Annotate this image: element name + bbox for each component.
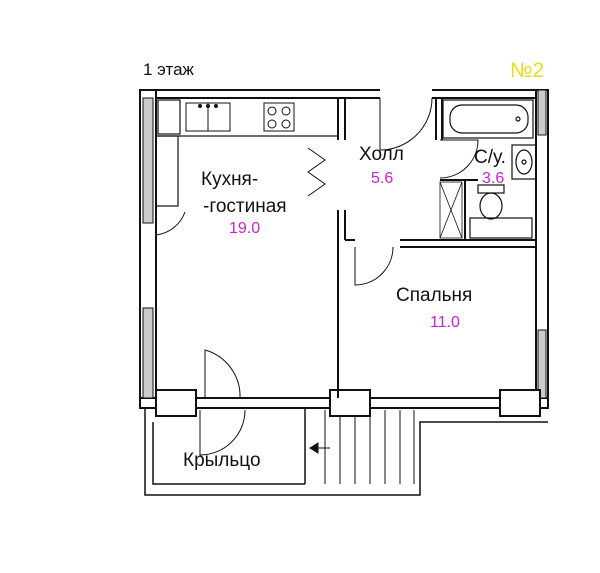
bathtub-icon	[442, 99, 534, 139]
room-name-hall: Холл	[359, 144, 404, 165]
interior-walls	[337, 98, 536, 398]
room-area-kitchen: 19.0	[229, 220, 261, 237]
floor-label: 1 этаж	[143, 60, 194, 79]
wall-columns	[155, 389, 541, 417]
wall-hatch	[142, 89, 547, 399]
porch-label: Крыльцо	[183, 450, 261, 471]
sink-icon	[185, 102, 231, 132]
room-name-kitchen-line2: -гостиная	[203, 196, 287, 217]
apartment-number: №2	[510, 59, 545, 82]
shaft-hatch	[439, 181, 463, 239]
porch-outline	[144, 408, 548, 496]
door-swing-icon	[155, 97, 479, 456]
room-area-bathroom: 3.6	[482, 170, 505, 187]
room-name-bedroom: Спальня	[396, 285, 473, 306]
stairs-icon	[309, 410, 415, 484]
stove-icon	[263, 102, 295, 132]
washbasin-icon	[511, 144, 537, 180]
kitchen-counter	[155, 97, 339, 207]
room-area-bedroom: 11.0	[430, 314, 460, 331]
room-name-kitchen-line1: Кухня-	[201, 169, 259, 190]
room-name-bathroom: С/у.	[474, 147, 506, 168]
toilet-icon	[477, 184, 505, 220]
room-area-hall: 5.6	[371, 170, 394, 187]
utility-box	[469, 217, 533, 239]
